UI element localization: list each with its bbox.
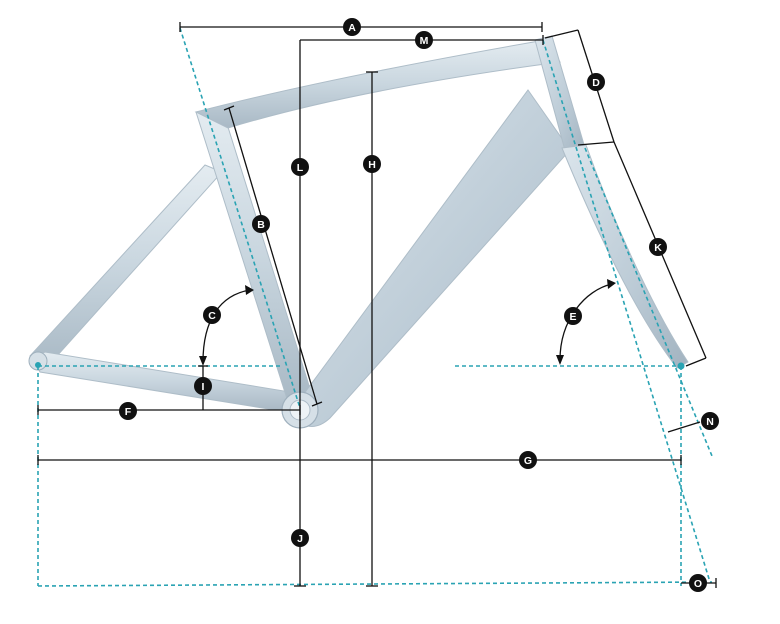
- svg-text:G: G: [524, 455, 532, 467]
- ground-line-guide: [37, 581, 713, 587]
- badge-h: H: [363, 155, 381, 173]
- dim-c-arc: [202, 289, 251, 363]
- badge-b: B: [252, 215, 270, 233]
- badge-e: E: [564, 307, 582, 325]
- svg-text:N: N: [706, 416, 714, 428]
- badge-i: I: [194, 377, 212, 395]
- seat-tube: [195, 107, 313, 403]
- chain-stay: [31, 351, 293, 411]
- badge-m: M: [415, 31, 433, 49]
- badge-g: G: [519, 451, 537, 469]
- badge-d: D: [587, 73, 605, 91]
- svg-text:A: A: [348, 22, 356, 34]
- down-tube: [291, 89, 571, 427]
- badge-n: N: [701, 412, 719, 430]
- badge-k: K: [649, 238, 667, 256]
- badge-j: J: [291, 529, 309, 547]
- badge-f: F: [119, 402, 137, 420]
- dim-b-line: [228, 107, 318, 405]
- guide-lines: [37, 27, 713, 587]
- top-tube: [194, 39, 561, 129]
- badge-o: O: [689, 574, 707, 592]
- svg-text:C: C: [208, 310, 216, 322]
- svg-text:J: J: [297, 533, 303, 545]
- badge-l: L: [291, 158, 309, 176]
- badge-c: C: [203, 306, 221, 324]
- svg-text:O: O: [694, 578, 702, 590]
- head-tube-axis-guide: [542, 39, 711, 583]
- bike-frame: [28, 35, 689, 429]
- svg-text:F: F: [125, 406, 132, 418]
- svg-text:B: B: [257, 219, 265, 231]
- seat-stay: [29, 164, 223, 367]
- svg-text:E: E: [569, 311, 576, 323]
- svg-text:L: L: [297, 162, 304, 174]
- dim-n-line: [667, 421, 701, 433]
- svg-text:H: H: [368, 159, 376, 171]
- badge-a: A: [343, 18, 361, 36]
- svg-text:D: D: [592, 77, 600, 89]
- svg-text:M: M: [420, 35, 429, 47]
- seat-tube-axis-guide: [179, 27, 301, 409]
- svg-text:K: K: [654, 242, 662, 254]
- svg-text:I: I: [202, 381, 205, 393]
- fork: [561, 144, 689, 369]
